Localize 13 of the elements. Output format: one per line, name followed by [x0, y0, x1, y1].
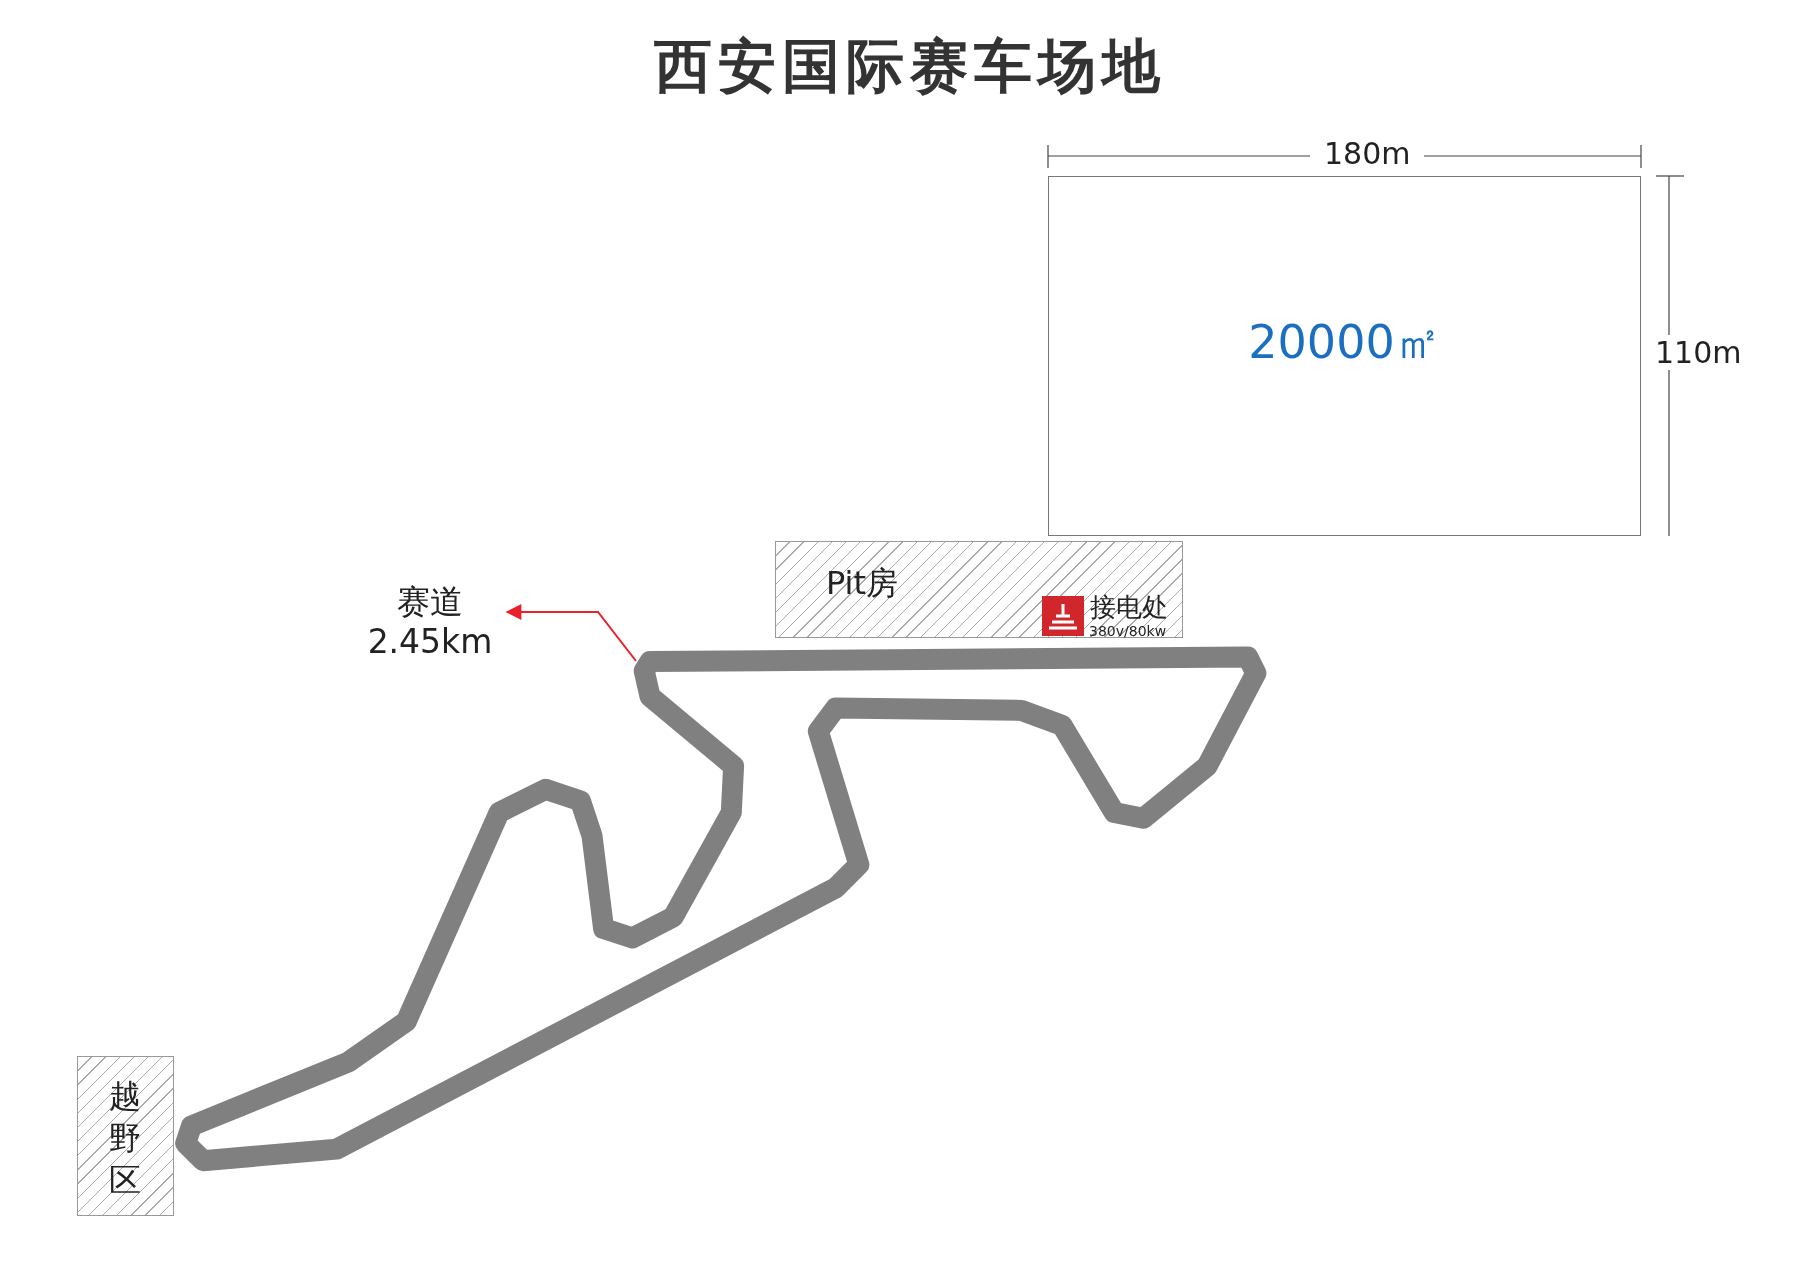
power-point-label: 接电处 [1090, 591, 1168, 624]
area-outline [1048, 176, 1641, 536]
building-name: Pit房 [826, 563, 899, 604]
offroad-area [77, 1056, 174, 1216]
track-name: 赛道 [396, 581, 464, 623]
title: 西安国际赛车场地 [654, 32, 1166, 100]
area-value: 20000㎡ [1247, 314, 1442, 371]
dimension-label: 110m [1655, 335, 1742, 370]
leader-arrow [505, 604, 637, 662]
area-name: 越野区 [109, 1076, 142, 1201]
power-rating: 380v/80kw [1089, 623, 1167, 639]
track-length: 2.45km [366, 622, 494, 661]
pit-building [775, 541, 1183, 638]
